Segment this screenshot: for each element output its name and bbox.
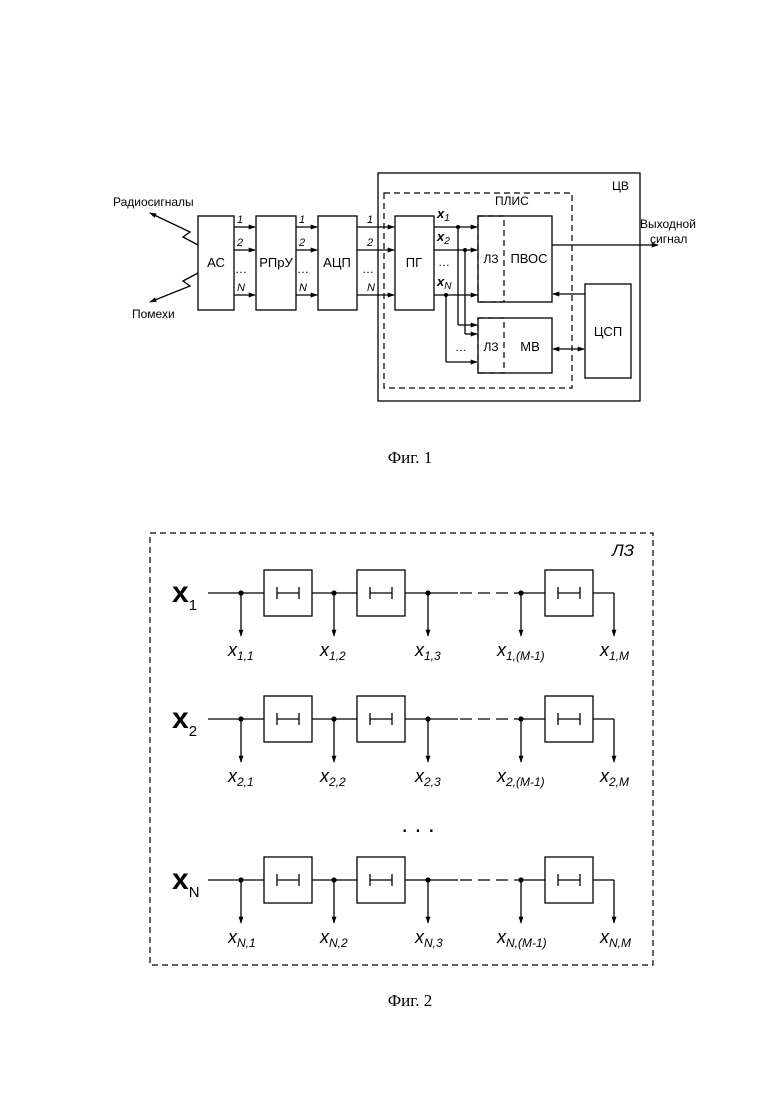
pg-out-x2-label: x2 <box>436 229 450 247</box>
pg-out-dots-label: … <box>438 255 450 269</box>
figure-1: ЦВ ПЛИС Радиосигналы Помехи АС РПрУ АЦП … <box>113 173 696 467</box>
ch2-label-c: 2 <box>366 237 373 249</box>
tap-output-label: x1,M <box>599 640 629 663</box>
row-input-label: x1 <box>172 576 197 614</box>
tap-output-label: xN,M <box>599 927 631 950</box>
chdots-label-a: … <box>235 262 247 276</box>
tap-output-label: xN,2 <box>319 927 348 950</box>
tap-output-label: x1,1 <box>227 640 254 663</box>
tap-output-label: xN,1 <box>227 927 256 950</box>
delay-row-3: xN xN,1 xN,2 xN,3 xN,(M-1) xN,M <box>172 857 631 950</box>
tap-output-label: x1,2 <box>319 640 346 663</box>
as-label: АС <box>207 255 225 270</box>
pg-out-x1-label: x1 <box>436 206 450 224</box>
radio-signals-label: Радиосигналы <box>113 195 194 209</box>
ch1-label-c: 1 <box>367 214 373 226</box>
delay-element <box>545 570 593 616</box>
ch2-label-b: 2 <box>298 237 305 249</box>
pg-label: ПГ <box>406 255 422 270</box>
interference-label: Помехи <box>132 307 175 321</box>
ch1-label-a: 1 <box>237 214 243 226</box>
fig2-caption: Фиг. 2 <box>388 991 433 1010</box>
lz-bottom-label: ЛЗ <box>483 340 498 354</box>
radio-signals-arrow <box>150 213 198 245</box>
mv-input-dots: … <box>455 340 467 354</box>
rpru-label: РПрУ <box>259 255 293 270</box>
ch1-label-b: 1 <box>299 214 305 226</box>
adc-pg-channels <box>357 227 394 295</box>
output-label-line2: сигнал <box>650 232 687 246</box>
delay-element <box>357 570 405 616</box>
csp-label: ЦСП <box>594 324 622 339</box>
cv-label: ЦВ <box>612 179 629 193</box>
delay-element <box>357 696 405 742</box>
tap-output-label: xN,(M-1) <box>496 927 547 950</box>
delay-element <box>264 696 312 742</box>
delay-element <box>264 857 312 903</box>
lz-box-label: ЛЗ <box>611 541 635 560</box>
delay-element <box>357 857 405 903</box>
tap-output-label: x1,(M-1) <box>496 640 545 663</box>
chdots-label-c: … <box>362 262 374 276</box>
delay-element <box>545 857 593 903</box>
tap-output-label: x1,3 <box>414 640 441 663</box>
row-input-label: x2 <box>172 702 197 740</box>
lz-top-label: ЛЗ <box>483 252 498 266</box>
mv-label: МВ <box>520 339 540 354</box>
ch2-label-a: 2 <box>236 237 243 249</box>
tap-output-label: x2,3 <box>414 766 441 789</box>
plis-label: ПЛИС <box>495 194 529 208</box>
tap-output-label: xN,3 <box>414 927 443 950</box>
output-label-line1: Выходной <box>640 217 696 231</box>
chn-label-b: N <box>299 282 307 294</box>
delay-row-2: x2 x2,1 x2,2 x2,3 x2,(M-1) x2,M <box>172 696 629 789</box>
tap-output-label: x2,2 <box>319 766 346 789</box>
chdots-label-b: … <box>297 262 309 276</box>
fig1-caption: Фиг. 1 <box>388 448 433 467</box>
chn-label-c: N <box>367 282 375 294</box>
tap-output-label: x2,1 <box>227 766 254 789</box>
delay-element <box>545 696 593 742</box>
delay-row-1: x1 x1,1 x1,2 x1,3 x1,(M-1) x1,M <box>172 570 629 663</box>
adc-label: АЦП <box>323 255 351 270</box>
chn-label-a: N <box>237 282 245 294</box>
tap-output-label: x2,M <box>599 766 629 789</box>
row-input-label: xN <box>172 863 200 901</box>
tap-output-label: x2,(M-1) <box>496 766 545 789</box>
pg-out-xn-label: xN <box>436 274 452 292</box>
interference-arrow <box>150 273 198 302</box>
delay-element <box>264 570 312 616</box>
vertical-dots: . . . <box>401 811 434 838</box>
pvos-label: ПВОС <box>510 251 547 266</box>
figure-2: ЛЗ x1x1,1x1,2x1,3x1,(M-1)x1,Mx2x2,1x2,2x… <box>150 533 653 1010</box>
